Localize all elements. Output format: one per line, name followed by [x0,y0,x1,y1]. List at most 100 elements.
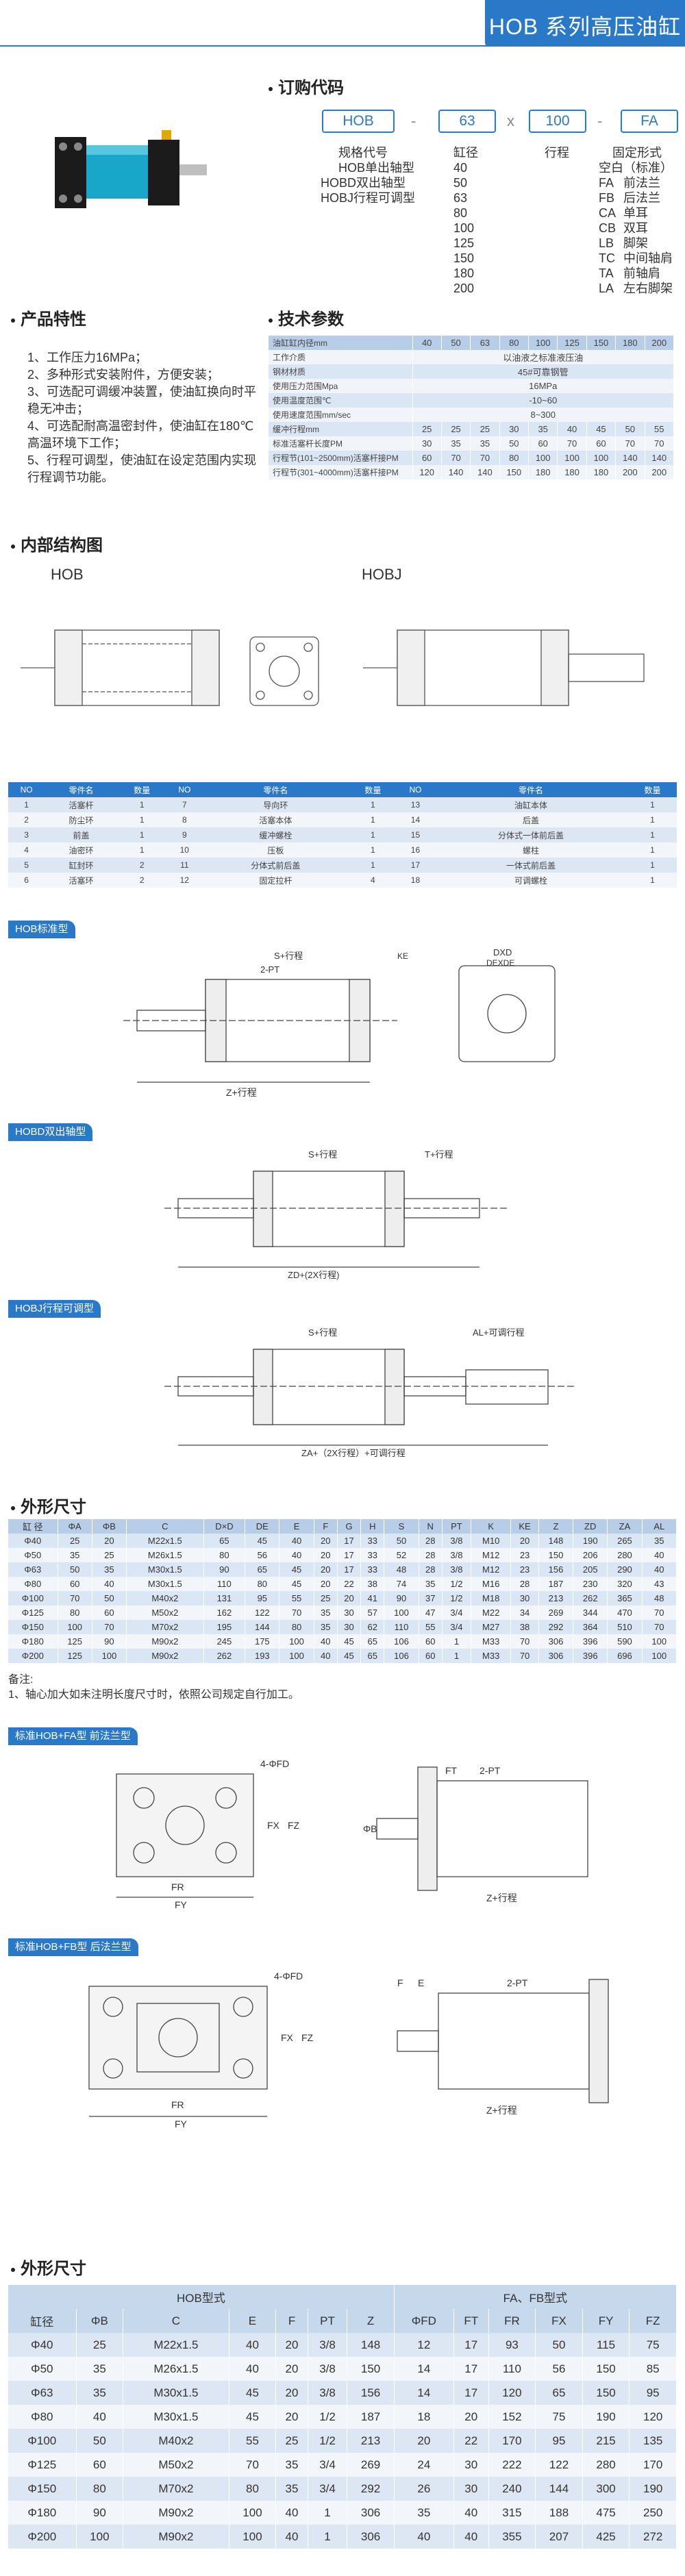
table-cell: -10~60 [412,393,674,408]
table-cell: 63 [470,336,500,350]
table-cell: 122 [535,2453,583,2477]
fa-ft-label: FT [445,1765,458,1776]
table-cell: 30 [337,1620,362,1634]
table-cell: 45 [279,1577,314,1591]
table-cell: 222 [488,2453,536,2477]
table-cell: M12 [471,1548,512,1562]
table-cell: 1 [627,827,677,842]
table-cell: 零件名 [434,782,628,797]
table-cell: Φ150 [8,1620,58,1634]
table-cell: 315 [488,2501,536,2525]
table-cell: 17 [453,2333,489,2357]
fa-fd-label: 4-ΦFD [260,1758,289,1769]
structure-label-hob: HOB [51,566,84,583]
table-cell: 压板 [202,842,349,858]
code-box-model: HOB [322,110,395,133]
table-cell: 200 [615,465,645,479]
table-cell: 85 [629,2357,677,2381]
table-cell: M16 [471,1577,512,1591]
features-title: 产品特性 [11,305,86,329]
table-cell: FX [535,2309,583,2333]
table-cell: 245 [203,1634,246,1649]
fa-pt-label: 2-PT [480,1765,501,1776]
table-cell: 数量 [627,782,677,797]
table-cell: 41 [360,1591,385,1605]
table-cell: 265 [607,1534,643,1548]
table-cell: 20 [337,1591,362,1605]
table-cell: 100 [279,1634,314,1649]
table-cell: 4 [348,873,397,888]
table-cell: 187 [538,1577,574,1591]
table-cell: 48 [642,1591,677,1605]
order-col-type: 规格代号 HOB单出轴型 HOBD双出轴型 HOBJ行程可调型 [321,145,416,205]
table-cell: 1 [308,2501,348,2525]
table-cell: NO [8,782,45,797]
table-cell: M40x2 [123,2429,229,2453]
table-cell: 125 [58,1649,92,1663]
table-cell: 115 [582,2333,630,2357]
table-cell: 26 [394,2477,454,2501]
table-cell: 70 [279,1605,314,1620]
table-cell: 5 [8,858,45,873]
table-cell: 240 [488,2477,536,2501]
table-cell: 43 [642,1577,677,1591]
hobj-al-label: AL+可调行程 [473,1327,525,1338]
table-cell: 60 [92,1605,127,1620]
table-cell: 292 [347,2477,395,2501]
table-cell: 17 [453,2357,489,2381]
table-cell: 269 [538,1605,574,1620]
table-cell: 100 [642,1634,677,1649]
table-cell: 74 [384,1577,419,1591]
bore-item: 200 [453,282,475,295]
table-cell: 1 [627,797,677,812]
table-cell: 8~300 [412,408,674,422]
table-cell: 148 [538,1534,574,1548]
table-cell: 150 [582,2357,630,2381]
order-col-stroke: 行程 [545,146,569,160]
header-line [0,45,685,47]
table-cell: 125 [58,1634,92,1649]
fb-tag: 标准HOB+FB型 后法兰型 [8,1938,138,1956]
table-cell: Φ150 [8,2477,77,2501]
table-cell: 100 [92,1649,127,1663]
table-cell: 215 [582,2429,630,2453]
table-cell: 100 [229,2501,277,2525]
table-cell: 156 [347,2381,395,2405]
table-cell: 75 [629,2333,677,2357]
table-cell: M90x2 [126,1649,204,1663]
order-col-bore-title: 缸径 [453,146,478,160]
table-cell: 23 [510,1562,539,1577]
table-cell: 110 [203,1577,246,1591]
table-cell: 200 [645,336,674,350]
table-cell: ΦB [92,1519,127,1534]
code-sep-2: x [507,112,514,129]
table-cell: 行程节(101~2500mm)活塞杆接PM [269,451,413,465]
table-cell: 1 [348,827,397,842]
table-cell: 60 [76,2453,124,2477]
hobj-za-label: ZA+（2X行程）+可调行程 [301,1448,406,1458]
table-cell: 70 [441,451,471,465]
table-cell: 25 [470,422,500,436]
table-cell: 696 [607,1649,643,1663]
table-cell: 80 [229,2477,277,2501]
table-cell: 206 [573,1548,608,1562]
hob-dxd-label: DXD [493,947,512,958]
table-cell: 零件名 [45,782,118,797]
hobd-t-label: T+行程 [425,1149,453,1160]
table-cell: 188 [535,2501,583,2525]
table-cell: 180 [557,465,587,479]
table-cell: 2 [117,858,166,873]
table-cell: 280 [607,1548,643,1562]
table-cell: 14 [397,812,434,827]
table-cell: 50 [76,2429,124,2453]
table-cell: 35 [642,1534,677,1548]
